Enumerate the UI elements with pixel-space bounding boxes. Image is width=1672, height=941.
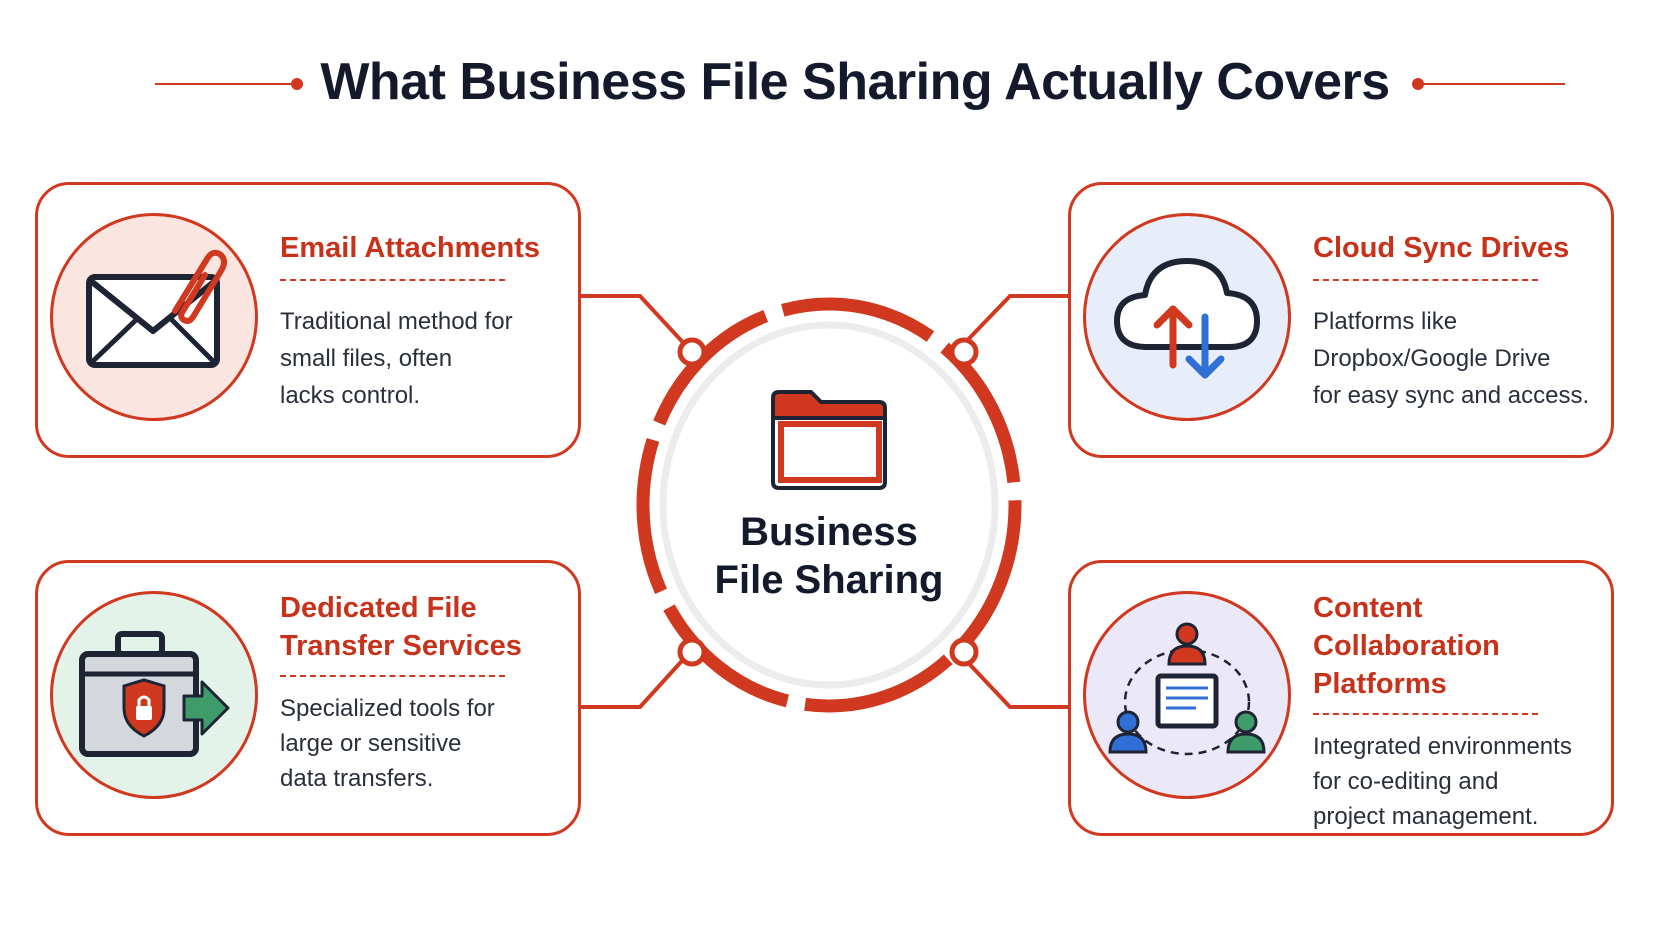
- title-rule-left: [155, 83, 295, 85]
- connector-bottom-right: [956, 650, 1068, 709]
- page-title: What Business File Sharing Actually Cove…: [320, 53, 1390, 111]
- email-icon-badge: [50, 213, 258, 421]
- card-cloud-sync-drives: Cloud Sync Drives Platforms like Dropbox…: [1068, 182, 1614, 458]
- cloud-icon-badge: [1083, 213, 1291, 421]
- connector-top-right: [956, 294, 1068, 352]
- desc-line: Dropbox/Google Drive: [1313, 345, 1551, 372]
- desc-line: Platforms like: [1313, 308, 1458, 335]
- card-email-attachments: Email Attachments Traditional method for…: [35, 182, 581, 458]
- desc-line: for easy sync and access.: [1313, 382, 1590, 409]
- central-hub: Business File Sharing: [634, 292, 1024, 718]
- connector-top-left: [581, 294, 692, 352]
- card-description: Integrated environments for co-editing a…: [1313, 729, 1603, 834]
- hub-node-bottom-right: [949, 637, 979, 667]
- title-line: Transfer Services: [280, 630, 522, 662]
- hub-node-bottom-left: [677, 637, 707, 667]
- card-content-collaboration: Content Collaboration Platforms Integrat…: [1068, 560, 1614, 836]
- desc-line: for co-editing and: [1313, 768, 1499, 795]
- hub-label: Business File Sharing: [634, 508, 1024, 604]
- card-description: Platforms like Dropbox/Google Drive for …: [1313, 303, 1603, 414]
- secure-transfer-icon: [79, 631, 230, 757]
- card-description: Specialized tools for large or sensitive…: [280, 691, 570, 796]
- title-row: What Business File Sharing Actually Cove…: [0, 40, 1672, 130]
- title-dot-left: [291, 78, 303, 90]
- title-line: Dedicated File: [280, 592, 477, 624]
- hub-node-top-right: [949, 337, 979, 367]
- hub-label-line2: File Sharing: [714, 558, 944, 602]
- card-title: Dedicated File Transfer Services: [280, 589, 570, 665]
- hub-ring: [636, 297, 1022, 713]
- hub-node-top-left: [677, 337, 707, 367]
- hub-label-line1: Business: [740, 510, 918, 554]
- desc-line: Specialized tools for: [280, 695, 495, 722]
- title-line: Content Collaboration: [1313, 592, 1500, 662]
- card-divider: [1313, 279, 1538, 281]
- collaboration-icon: [1108, 622, 1266, 756]
- email-card-text: Email Attachments Traditional method for…: [280, 229, 570, 414]
- card-title: Content Collaboration Platforms: [1313, 589, 1603, 703]
- desc-line: lacks control.: [280, 382, 421, 409]
- collab-card-text: Content Collaboration Platforms Integrat…: [1313, 589, 1603, 834]
- card-divider: [280, 279, 505, 281]
- cloud-card-text: Cloud Sync Drives Platforms like Dropbox…: [1313, 229, 1603, 414]
- title-line: Platforms: [1313, 668, 1447, 700]
- card-divider: [1313, 713, 1538, 715]
- envelope-paperclip-icon: [86, 249, 227, 368]
- connector-bottom-left: [581, 650, 692, 709]
- collab-icon-badge: [1083, 591, 1291, 799]
- cloud-sync-icon: [1114, 258, 1260, 379]
- card-title: Cloud Sync Drives: [1313, 232, 1570, 264]
- desc-line: large or sensitive: [280, 730, 462, 757]
- desc-line: project management.: [1313, 803, 1539, 830]
- card-description: Traditional method for small files, ofte…: [280, 303, 570, 414]
- transfer-card-text: Dedicated File Transfer Services Special…: [280, 589, 570, 796]
- desc-line: data transfers.: [280, 765, 434, 792]
- desc-line: Traditional method for: [280, 308, 513, 335]
- desc-line: Integrated environments: [1313, 733, 1572, 760]
- transfer-icon-badge: [50, 591, 258, 799]
- card-divider: [280, 675, 505, 677]
- card-title: Email Attachments: [280, 232, 540, 264]
- card-dedicated-file-transfer: Dedicated File Transfer Services Special…: [35, 560, 581, 836]
- title-rule-right: [1418, 83, 1565, 85]
- folder-icon: [771, 390, 887, 490]
- desc-line: small files, often: [280, 345, 453, 372]
